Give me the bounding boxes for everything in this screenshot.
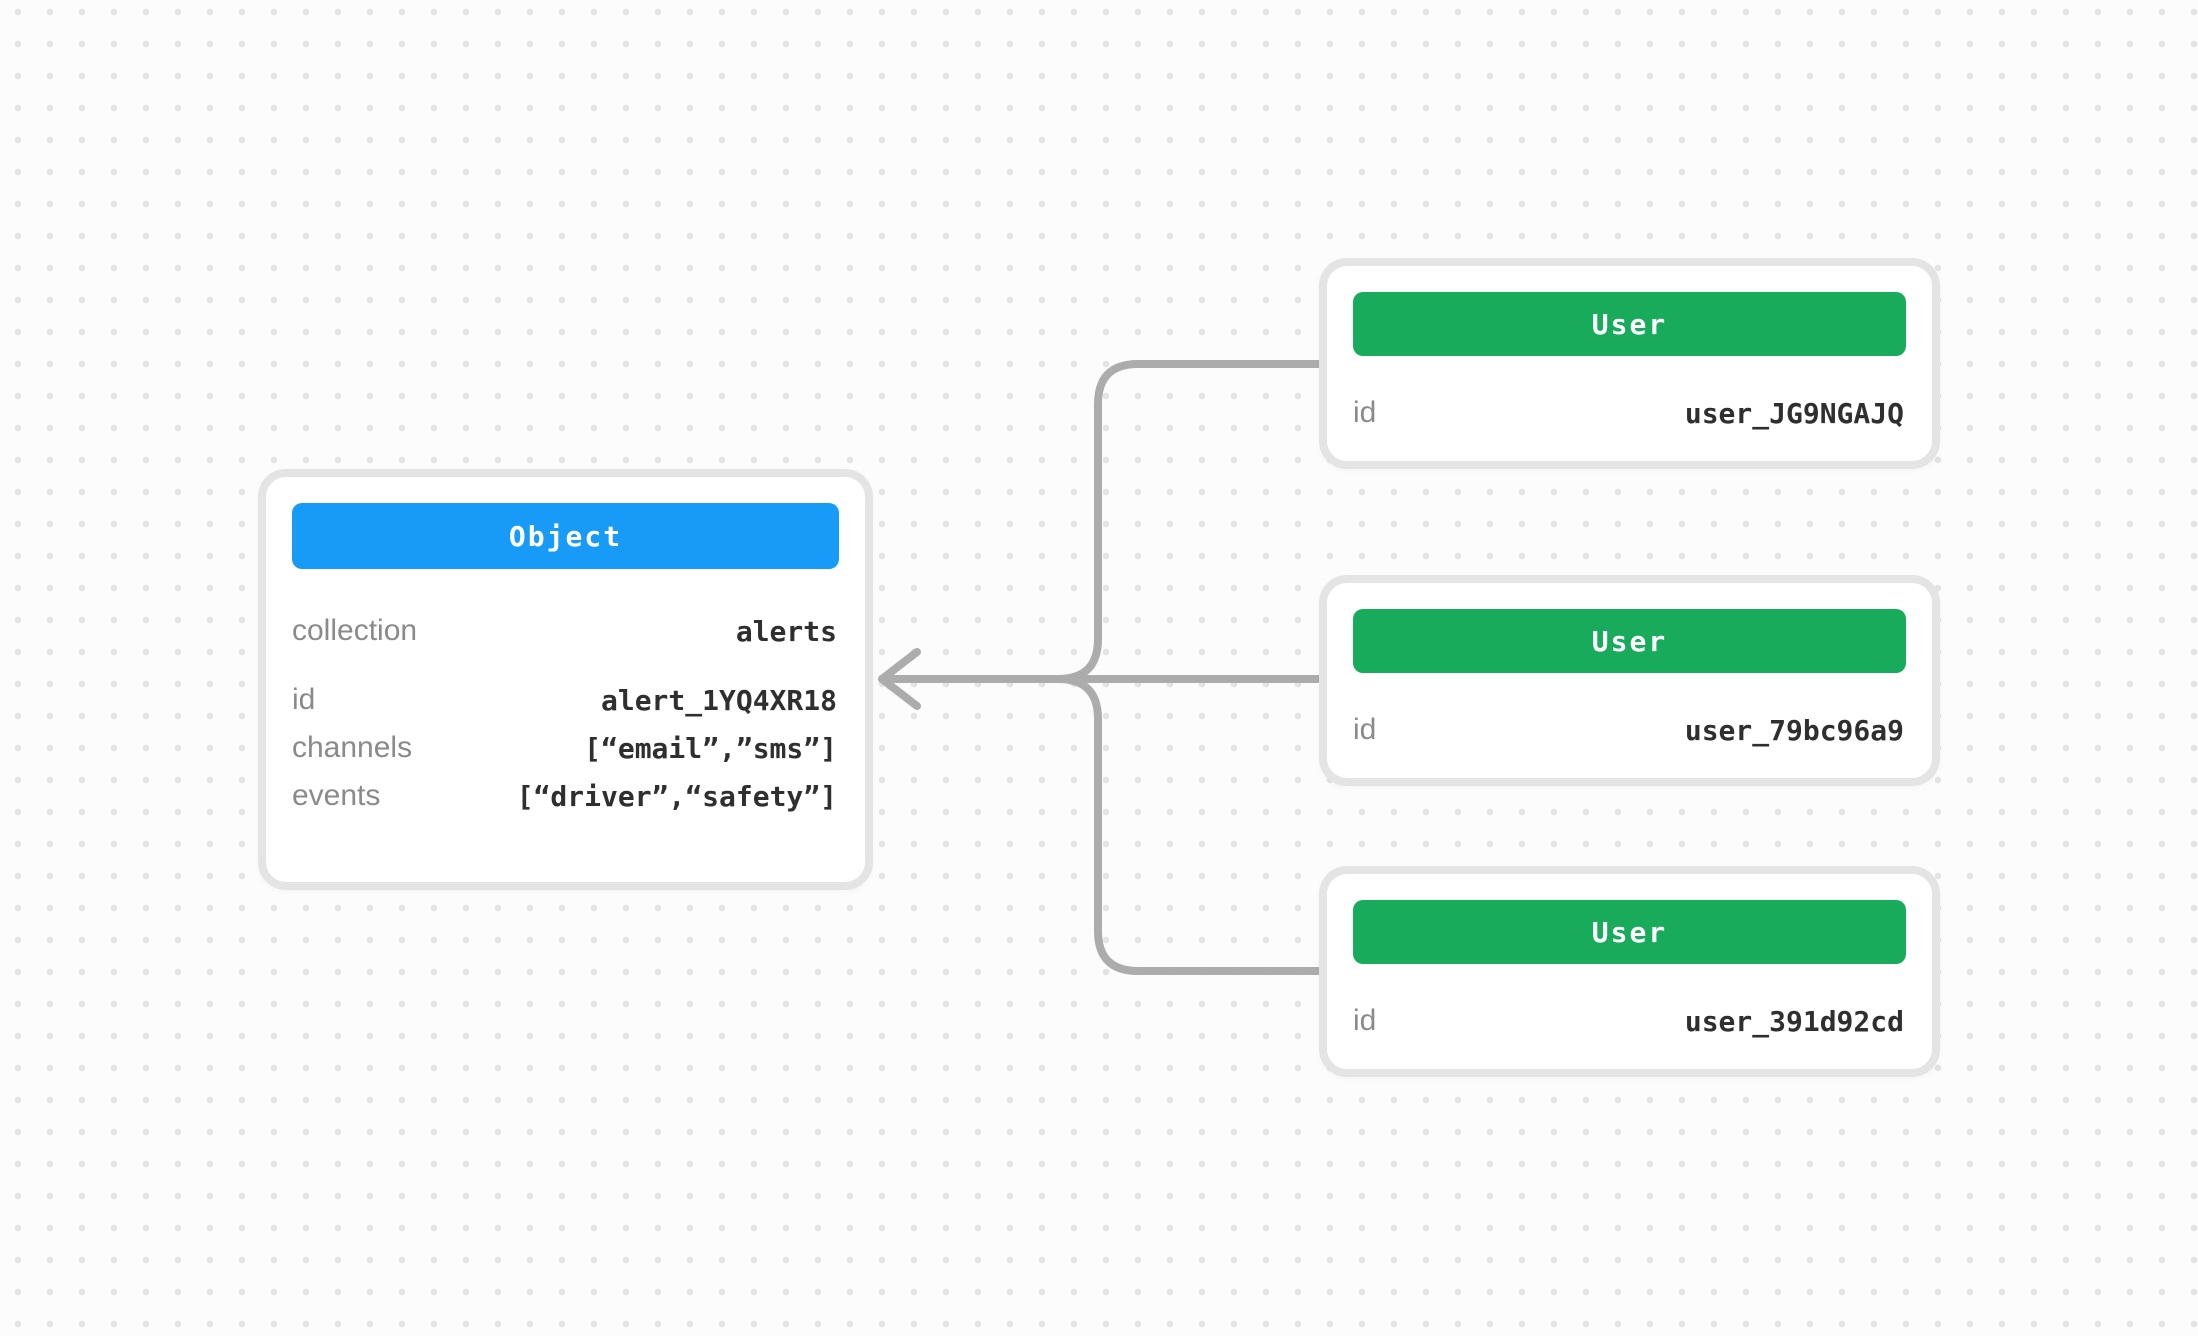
user-node-title: User	[1591, 307, 1668, 341]
user-node-header: User	[1353, 292, 1906, 356]
user-node-title: User	[1591, 915, 1668, 949]
field-row-events: events [“driver”,“safety”]	[292, 774, 837, 818]
field-label: collection	[292, 614, 418, 647]
user-node-title: User	[1591, 624, 1668, 658]
field-label: events	[292, 779, 381, 812]
field-label: channels	[292, 731, 413, 764]
field-value: user_JG9NGAJQ	[1684, 396, 1904, 430]
field-value: user_79bc96a9	[1684, 713, 1904, 747]
user-node-header: User	[1353, 609, 1906, 673]
field-value: alerts	[735, 614, 837, 648]
connector-top-branch	[1046, 360, 1326, 683]
field-row-id: id user_391d92cd	[1353, 999, 1904, 1043]
user-node-header: User	[1353, 900, 1906, 964]
user-node-1[interactable]: User id user_JG9NGAJQ	[1319, 258, 1940, 469]
field-value: [“driver”,“safety”]	[516, 779, 837, 813]
field-row-id: id user_JG9NGAJQ	[1353, 391, 1904, 435]
field-value: [“email”,”sms”]	[584, 731, 837, 765]
field-row-id: id user_79bc96a9	[1353, 708, 1904, 752]
field-row-collection: collection alerts	[292, 609, 837, 653]
field-value: alert_1YQ4XR18	[600, 683, 837, 717]
object-node-header: Object	[292, 503, 839, 569]
field-label: id	[1353, 1004, 1377, 1037]
connector-bottom-branch	[1046, 675, 1326, 975]
arrow-left-icon	[878, 648, 921, 710]
object-node[interactable]: Object collection alerts id alert_1YQ4XR…	[258, 469, 873, 890]
field-label: id	[292, 683, 316, 716]
user-node-2[interactable]: User id user_79bc96a9	[1319, 575, 1940, 786]
field-label: id	[1353, 713, 1377, 746]
user-node-3[interactable]: User id user_391d92cd	[1319, 866, 1940, 1077]
field-label: id	[1353, 396, 1377, 429]
field-row-id: id alert_1YQ4XR18	[292, 678, 837, 722]
field-value: user_391d92cd	[1684, 1004, 1904, 1038]
object-node-title: Object	[508, 519, 623, 553]
field-row-channels: channels [“email”,”sms”]	[292, 726, 837, 770]
